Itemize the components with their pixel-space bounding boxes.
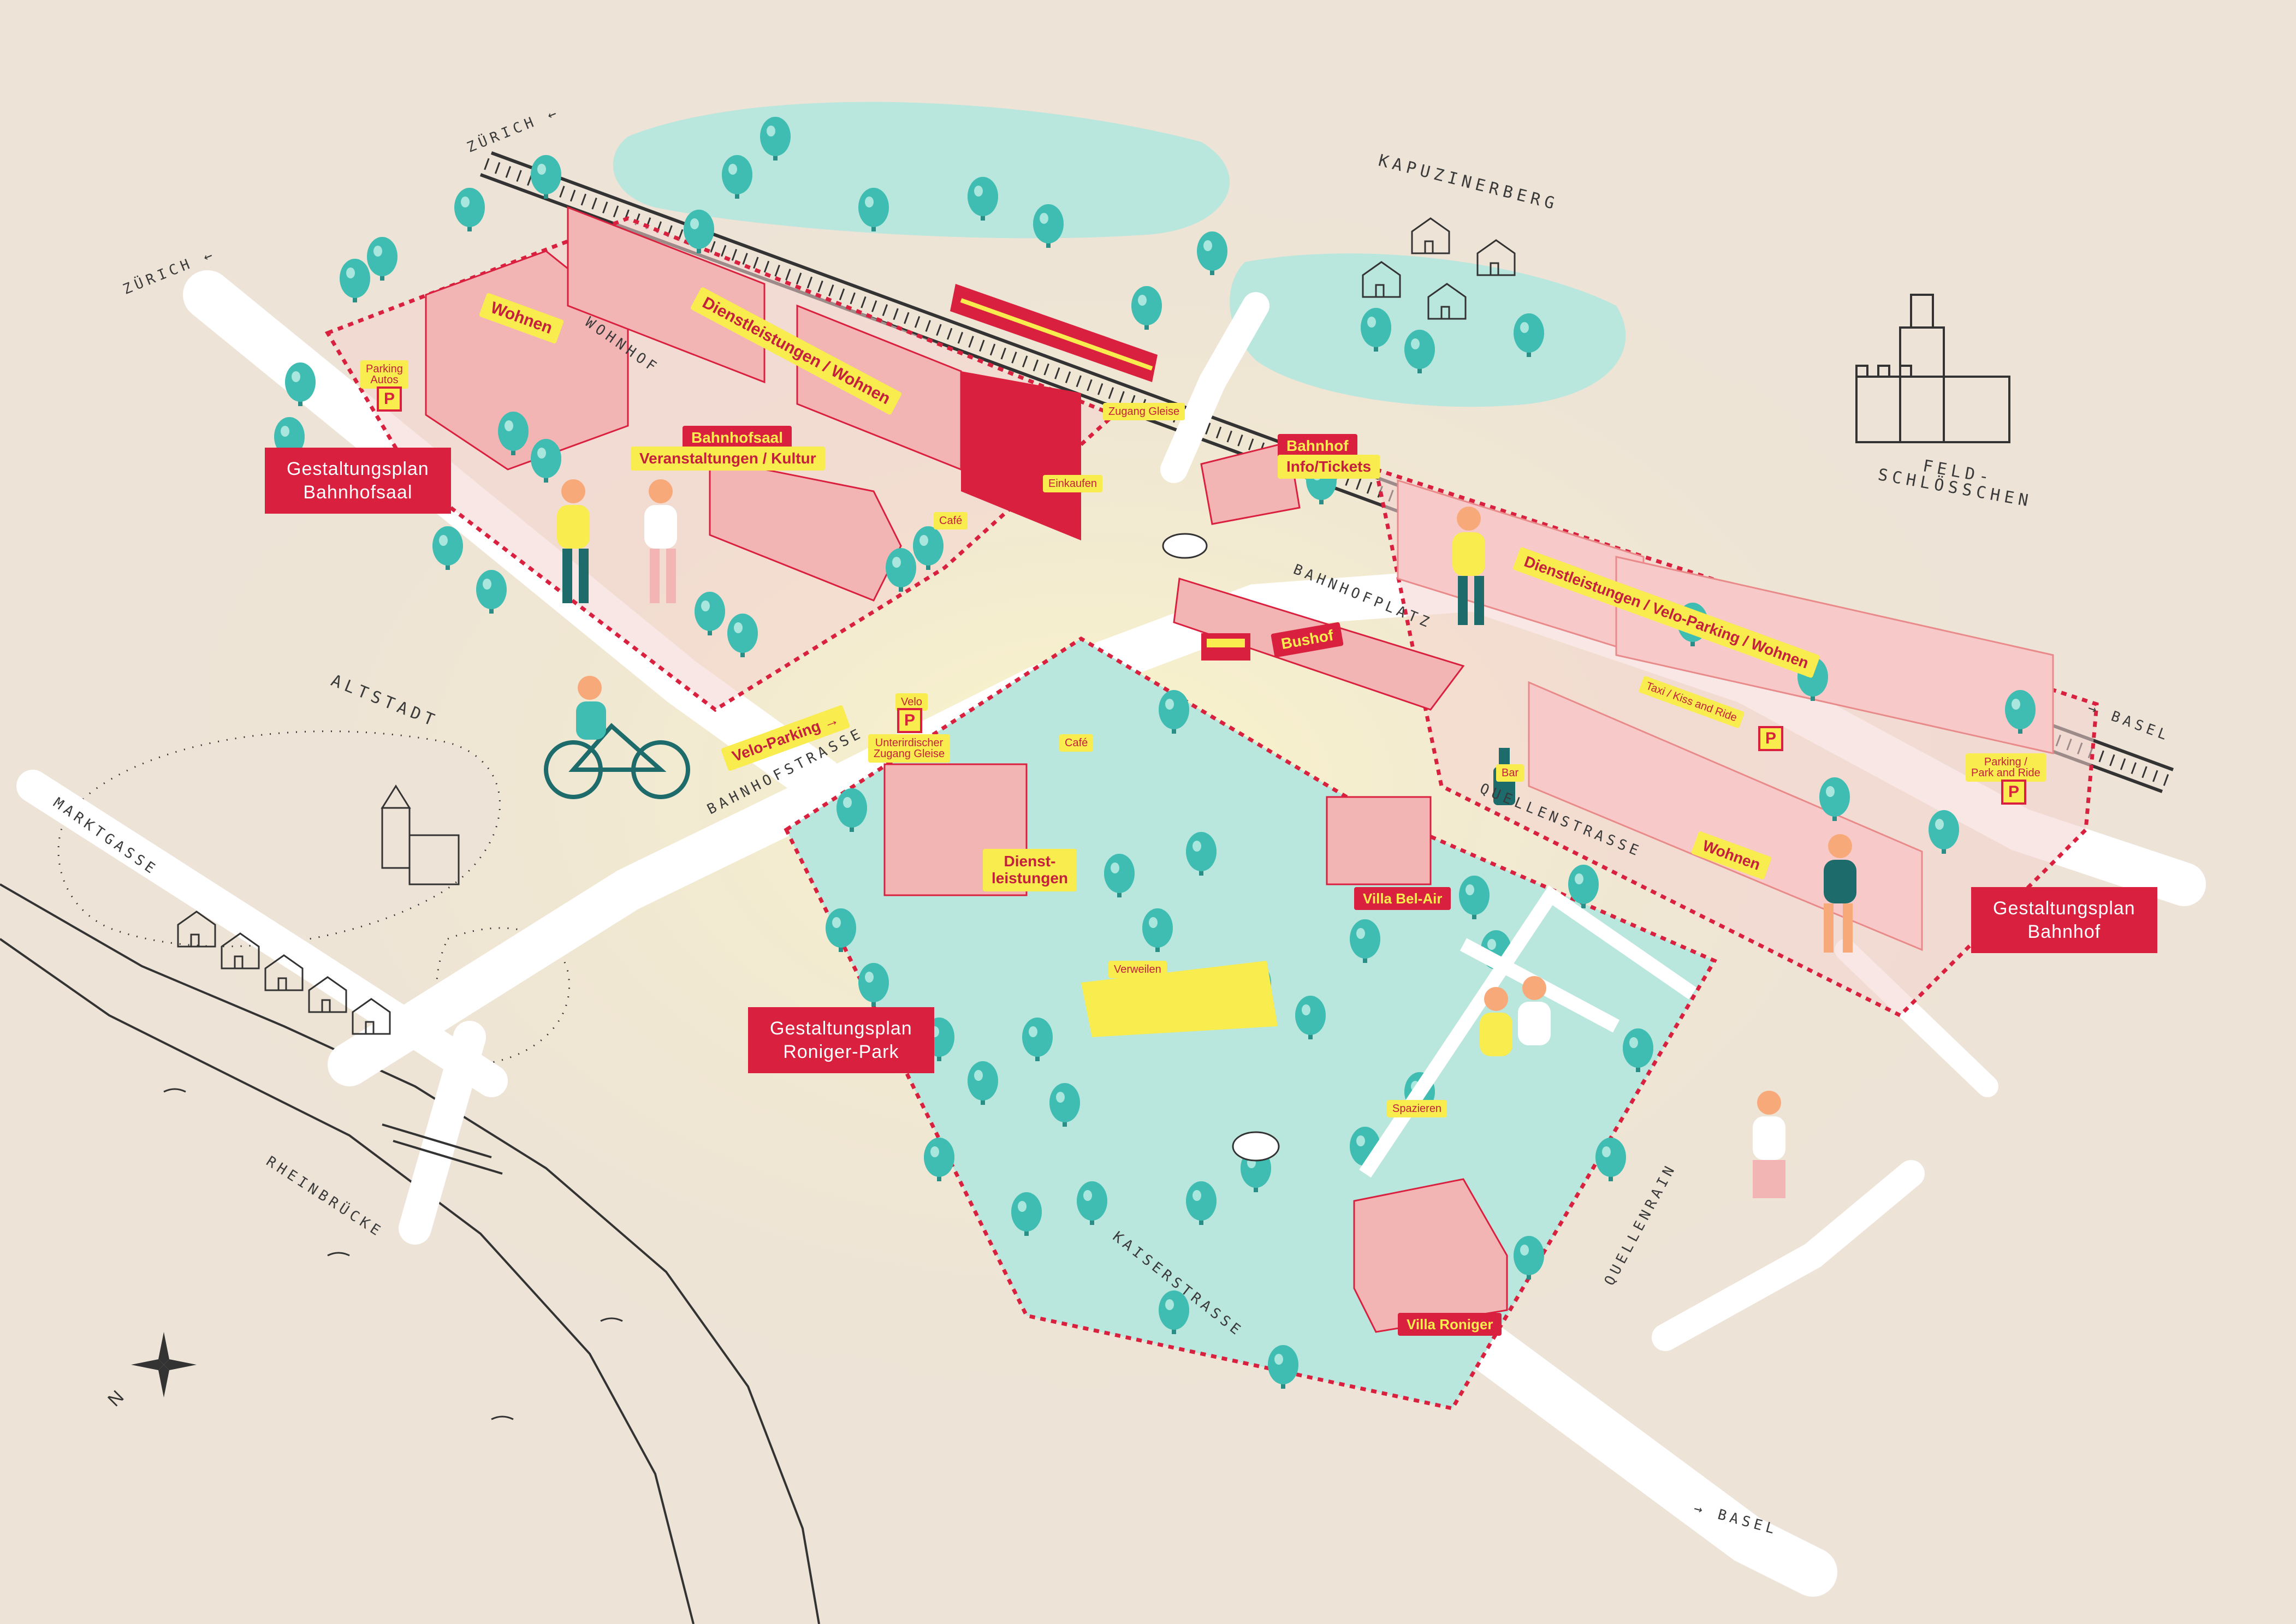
altstadt-area bbox=[57, 730, 570, 1066]
fountain-bahnhof bbox=[1162, 533, 1208, 559]
label-cafe-1: Café bbox=[934, 512, 968, 530]
parking-sign-velo: P bbox=[897, 708, 922, 733]
church-icon bbox=[381, 784, 460, 885]
label-veranstaltungen-kultur[interactable]: Veranstaltungen / Kultur bbox=[631, 447, 825, 471]
banner-gestaltungsplan-roniger-park[interactable]: Gestaltungsplan Roniger-Park bbox=[748, 1007, 934, 1073]
people-figures bbox=[557, 479, 1856, 1198]
label-zugang-gleise: Zugang Gleise bbox=[1103, 403, 1185, 420]
label-unterirdischer-zugang: Unterirdischer Zugang Gleise bbox=[868, 734, 951, 763]
fountain-park bbox=[1232, 1131, 1280, 1162]
banner-gestaltungsplan-bahnhofsaal[interactable]: Gestaltungsplan Bahnhofsaal bbox=[265, 448, 451, 514]
label-velo: Velo bbox=[895, 693, 928, 711]
label-einkaufen: Einkaufen bbox=[1043, 475, 1102, 492]
banner-gestaltungsplan-bahnhof[interactable]: Gestaltungsplan Bahnhof bbox=[1971, 887, 2157, 953]
label-verweilen: Verweilen bbox=[1108, 961, 1167, 978]
label-spazieren: Spazieren bbox=[1387, 1100, 1447, 1117]
compass-rose-icon bbox=[131, 1332, 197, 1397]
label-parking-autos: Parking Autos bbox=[360, 360, 408, 389]
bicycle-icon bbox=[544, 676, 690, 799]
label-bar: Bar bbox=[1496, 764, 1524, 782]
green-area-kapuzinerberg bbox=[1230, 253, 1626, 407]
label-info-tickets[interactable]: Info/Tickets bbox=[1278, 455, 1380, 479]
picnic-blanket bbox=[1081, 961, 1278, 1037]
label-villa-roniger[interactable]: Villa Roniger bbox=[1398, 1313, 1502, 1336]
train-icon bbox=[950, 284, 1158, 382]
parking-sign-taxi: P bbox=[1758, 726, 1783, 751]
label-bahnhofsaal[interactable]: Bahnhofsaal bbox=[683, 426, 792, 450]
bus-icon bbox=[1201, 633, 1250, 661]
label-bahnhof[interactable]: Bahnhof bbox=[1278, 434, 1357, 458]
parking-sign-autos: P bbox=[377, 386, 402, 412]
castle-icon bbox=[1855, 294, 2010, 443]
label-villa-bel-air[interactable]: Villa Bel-Air bbox=[1354, 887, 1451, 910]
label-dienstleistungen[interactable]: Dienst- leistungen bbox=[983, 849, 1077, 891]
label-cafe-2: Café bbox=[1059, 734, 1094, 752]
parking-sign-park-and-ride: P bbox=[2001, 780, 2026, 805]
plan-area-borders bbox=[324, 216, 2099, 1411]
rhine-bridge bbox=[382, 1123, 503, 1175]
label-parking-park-and-ride: Parking / Park and Ride bbox=[1966, 753, 2046, 782]
